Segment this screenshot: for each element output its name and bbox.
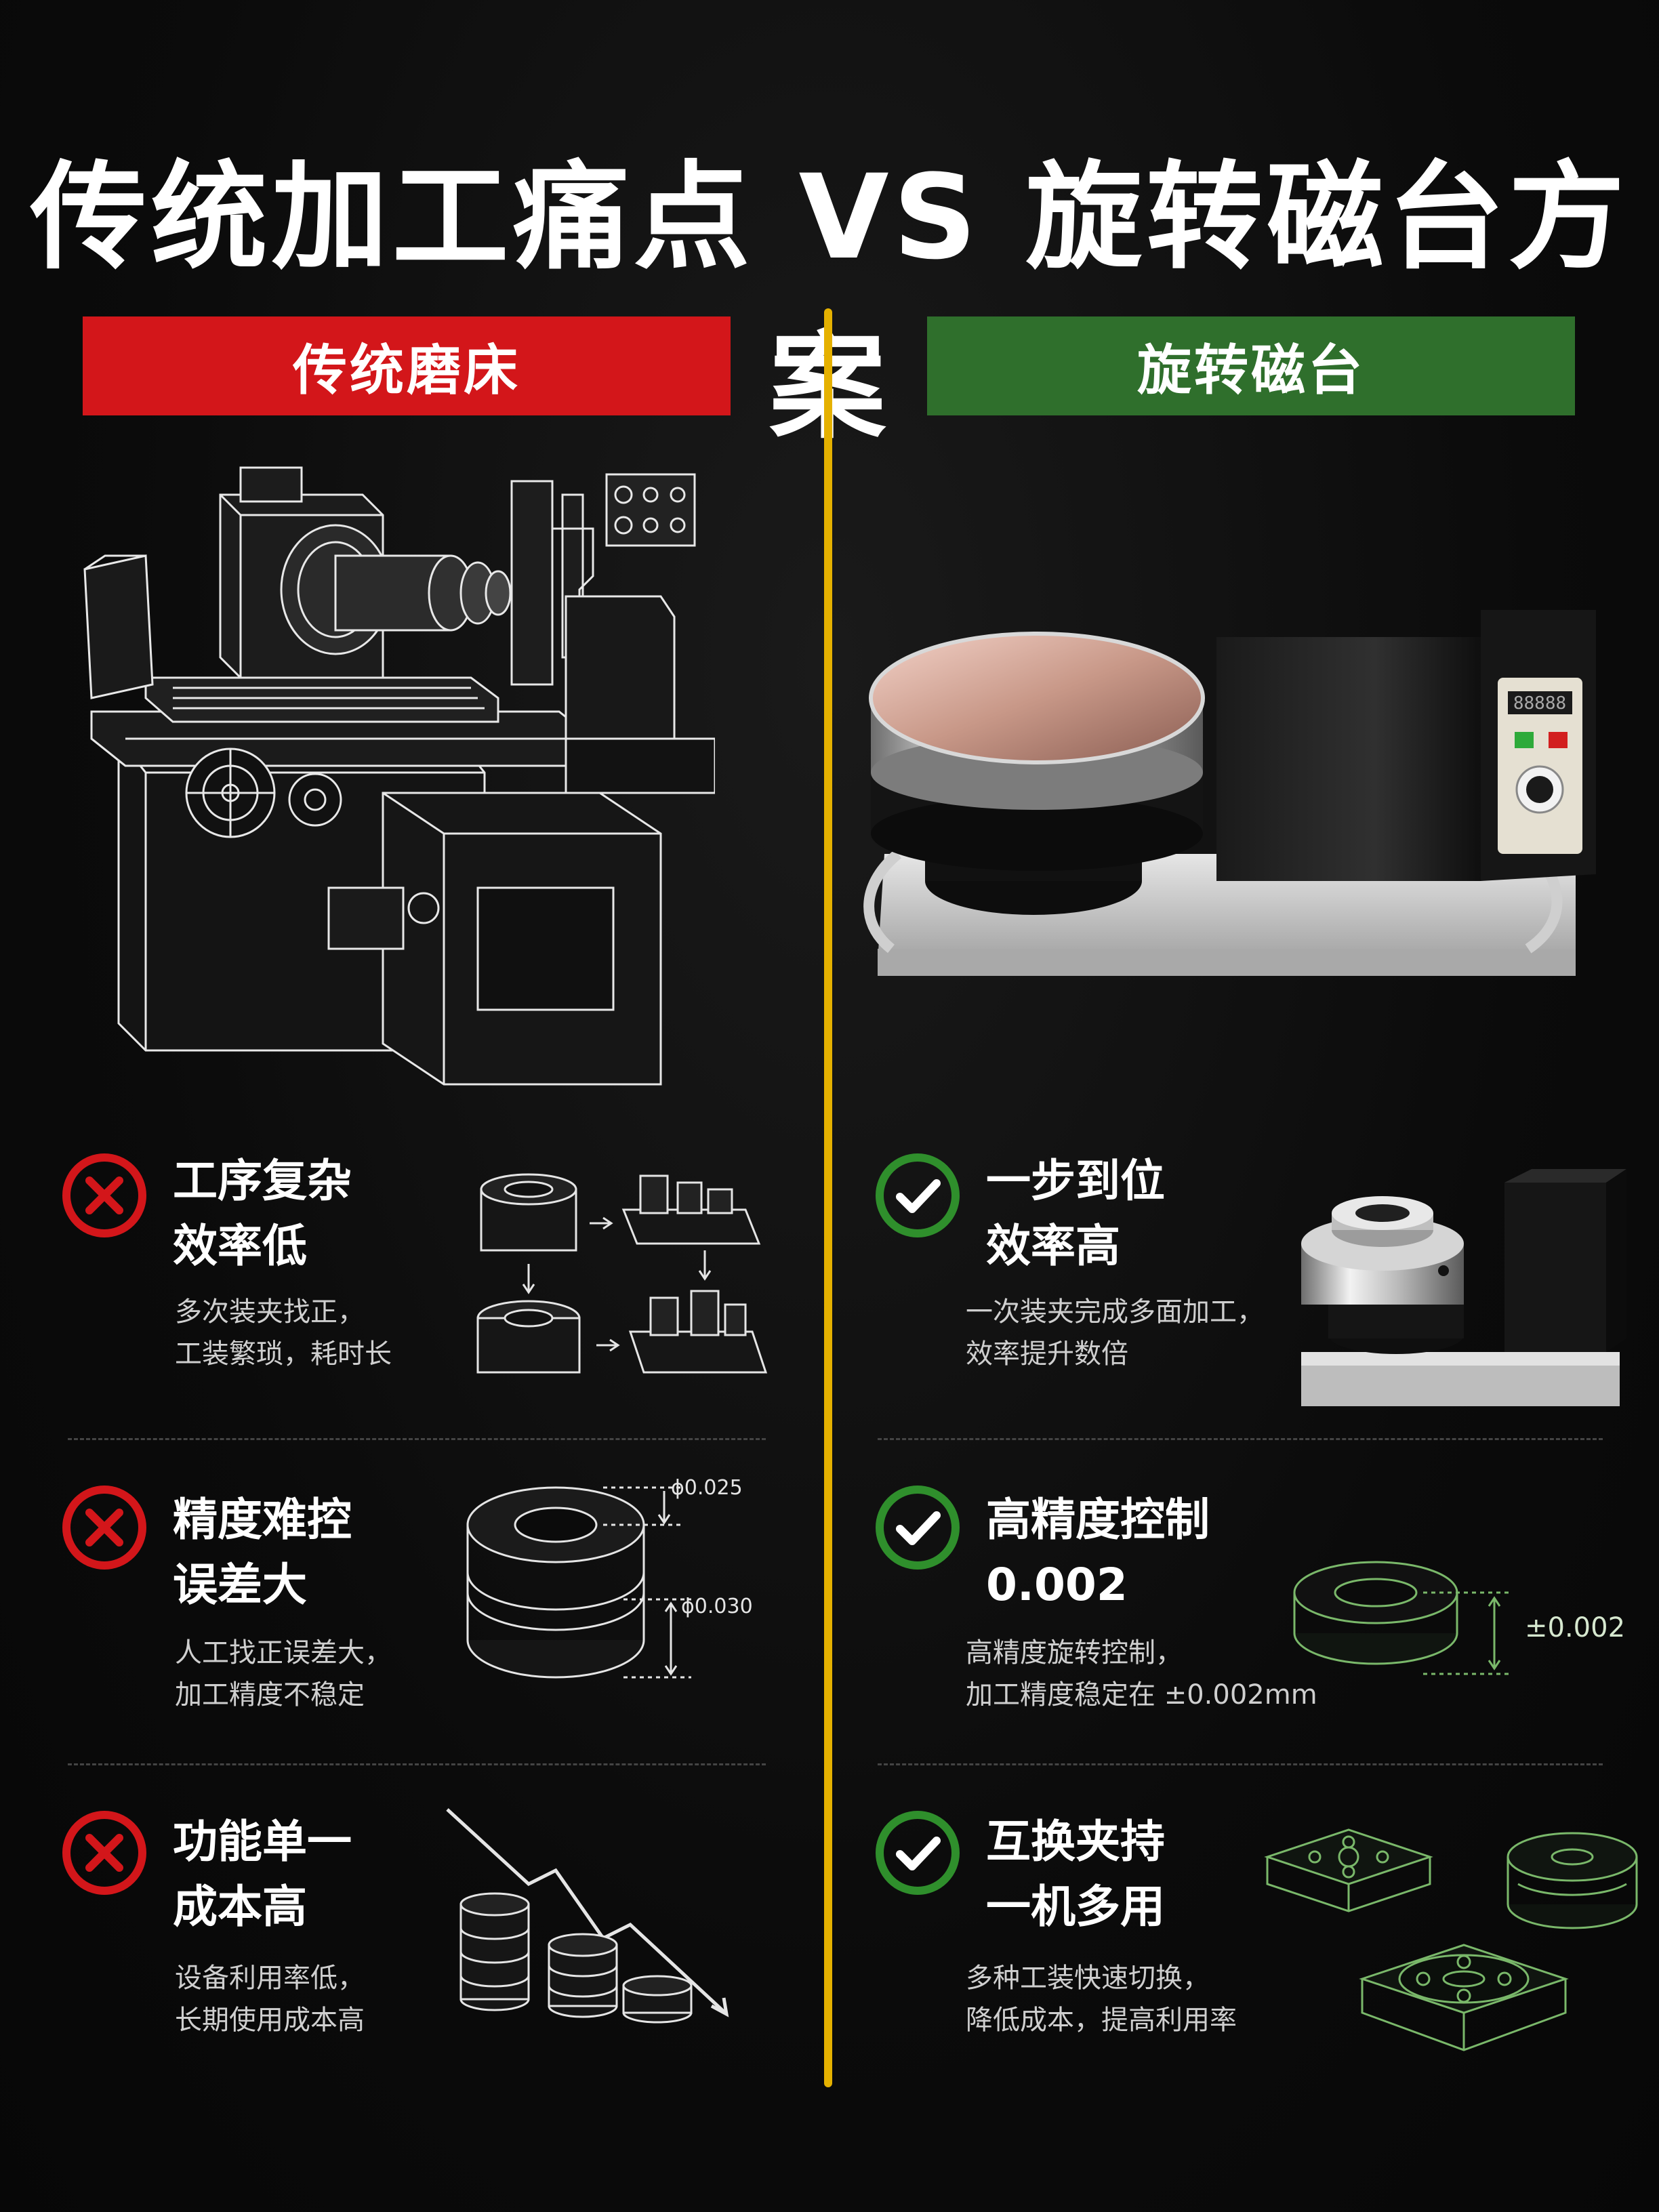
left-row1-desc-line1: 多次装夹找正， bbox=[175, 1296, 365, 1328]
right-row3-title-line1: 互换夹持 bbox=[986, 1816, 1165, 1868]
left-row2-title-line2: 误差大 bbox=[173, 1559, 307, 1611]
right-row2-desc-line1: 高精度旋转控制， bbox=[966, 1637, 1183, 1668]
right-row1-title: 一步到位 效率高 bbox=[986, 1149, 1165, 1279]
right-row2-title-line2: 0.002 bbox=[986, 1559, 1128, 1611]
right-row3-desc-line2: 降低成本，提高利用率 bbox=[966, 2005, 1237, 2036]
right-row1-title-line2: 效率高 bbox=[986, 1220, 1120, 1272]
center-divider bbox=[824, 308, 832, 2087]
right-row3-title-line2: 一机多用 bbox=[986, 1881, 1165, 1933]
page-title: 传统加工痛点 VS 旋转磁台方案 bbox=[30, 149, 1629, 455]
left-row1-title-line1: 工序复杂 bbox=[173, 1155, 352, 1207]
traditional-grinder-header: 传统磨床 bbox=[83, 316, 731, 415]
precision-ring-illustration: ±0.002 bbox=[1293, 1561, 1625, 1675]
right-row2-title: 高精度控制 0.002 bbox=[986, 1488, 1210, 1618]
left-row1-desc-line2: 工装繁琐，耗时长 bbox=[175, 1338, 392, 1370]
right-separator-1 bbox=[878, 1438, 1603, 1440]
rotary-magnetic-table-header: 旋转磁台 bbox=[927, 316, 1575, 415]
multi-fixture-process-illustration bbox=[476, 1173, 768, 1374]
right-row3-desc-line1: 多种工装快速切换， bbox=[966, 1963, 1210, 1994]
tolerance-label: ±0.002 bbox=[1525, 1612, 1625, 1643]
right-row3-title: 互换夹持 一机多用 bbox=[986, 1809, 1165, 1940]
left-row3-title: 功能单一 成本高 bbox=[173, 1809, 352, 1940]
cross-icon bbox=[62, 1811, 146, 1895]
check-icon bbox=[876, 1153, 960, 1237]
rotary-magnetic-table-product: 88888 bbox=[863, 610, 1596, 976]
declining-cost-illustration bbox=[446, 1808, 729, 2024]
left-row1-title: 工序复杂 效率低 bbox=[173, 1149, 352, 1279]
left-row2-desc-line1: 人工找正误差大， bbox=[175, 1637, 392, 1668]
interchangeable-fixtures-illustration bbox=[1264, 1828, 1638, 2051]
right-row1-desc: 一次装夹完成多面加工， 效率提升数倍 bbox=[966, 1291, 1264, 1375]
left-separator-1 bbox=[68, 1438, 766, 1440]
cross-icon bbox=[62, 1486, 146, 1570]
dimension-label-bottom: ϕ0.030 bbox=[681, 1595, 753, 1618]
left-row3-desc-line1: 设备利用率低， bbox=[175, 1963, 365, 1994]
grinding-machine-illustration bbox=[83, 466, 715, 1086]
left-row3-title-line1: 功能单一 bbox=[173, 1816, 352, 1868]
right-separator-2 bbox=[878, 1763, 1603, 1765]
rotary-table-with-workpiece-illustration bbox=[1301, 1169, 1626, 1406]
dimension-label-top: ϕ0.025 bbox=[671, 1476, 743, 1500]
left-row2-desc: 人工找正误差大， 加工精度不稳定 bbox=[175, 1632, 392, 1716]
timer-display: 88888 bbox=[1513, 693, 1566, 714]
right-row1-desc-line1: 一次装夹完成多面加工， bbox=[966, 1296, 1264, 1328]
left-row2-desc-line2: 加工精度不稳定 bbox=[175, 1679, 365, 1711]
right-row2-desc-line2: 加工精度稳定在 ±0.002mm bbox=[966, 1679, 1317, 1711]
check-icon bbox=[876, 1486, 960, 1570]
left-row2-title-line1: 精度难控 bbox=[173, 1494, 352, 1546]
check-icon bbox=[876, 1811, 960, 1895]
left-row3-desc: 设备利用率低， 长期使用成本高 bbox=[175, 1957, 365, 2041]
left-separator-2 bbox=[68, 1763, 766, 1765]
cross-icon bbox=[62, 1153, 146, 1237]
right-row1-desc-line2: 效率提升数倍 bbox=[966, 1338, 1128, 1370]
right-row3-desc: 多种工装快速切换， 降低成本，提高利用率 bbox=[966, 1957, 1237, 2041]
right-row2-desc: 高精度旋转控制， 加工精度稳定在 ±0.002mm bbox=[966, 1632, 1317, 1716]
left-row2-title: 精度难控 误差大 bbox=[173, 1488, 352, 1618]
left-row1-title-line2: 效率低 bbox=[173, 1220, 307, 1272]
ring-tolerance-illustration: ϕ0.025 ϕ0.030 bbox=[466, 1476, 753, 1679]
left-row3-title-line2: 成本高 bbox=[173, 1881, 307, 1933]
left-row1-desc: 多次装夹找正， 工装繁琐，耗时长 bbox=[175, 1291, 392, 1375]
right-row1-title-line1: 一步到位 bbox=[986, 1155, 1165, 1207]
left-row3-desc-line2: 长期使用成本高 bbox=[175, 2005, 365, 2036]
right-row2-title-line1: 高精度控制 bbox=[986, 1494, 1210, 1546]
